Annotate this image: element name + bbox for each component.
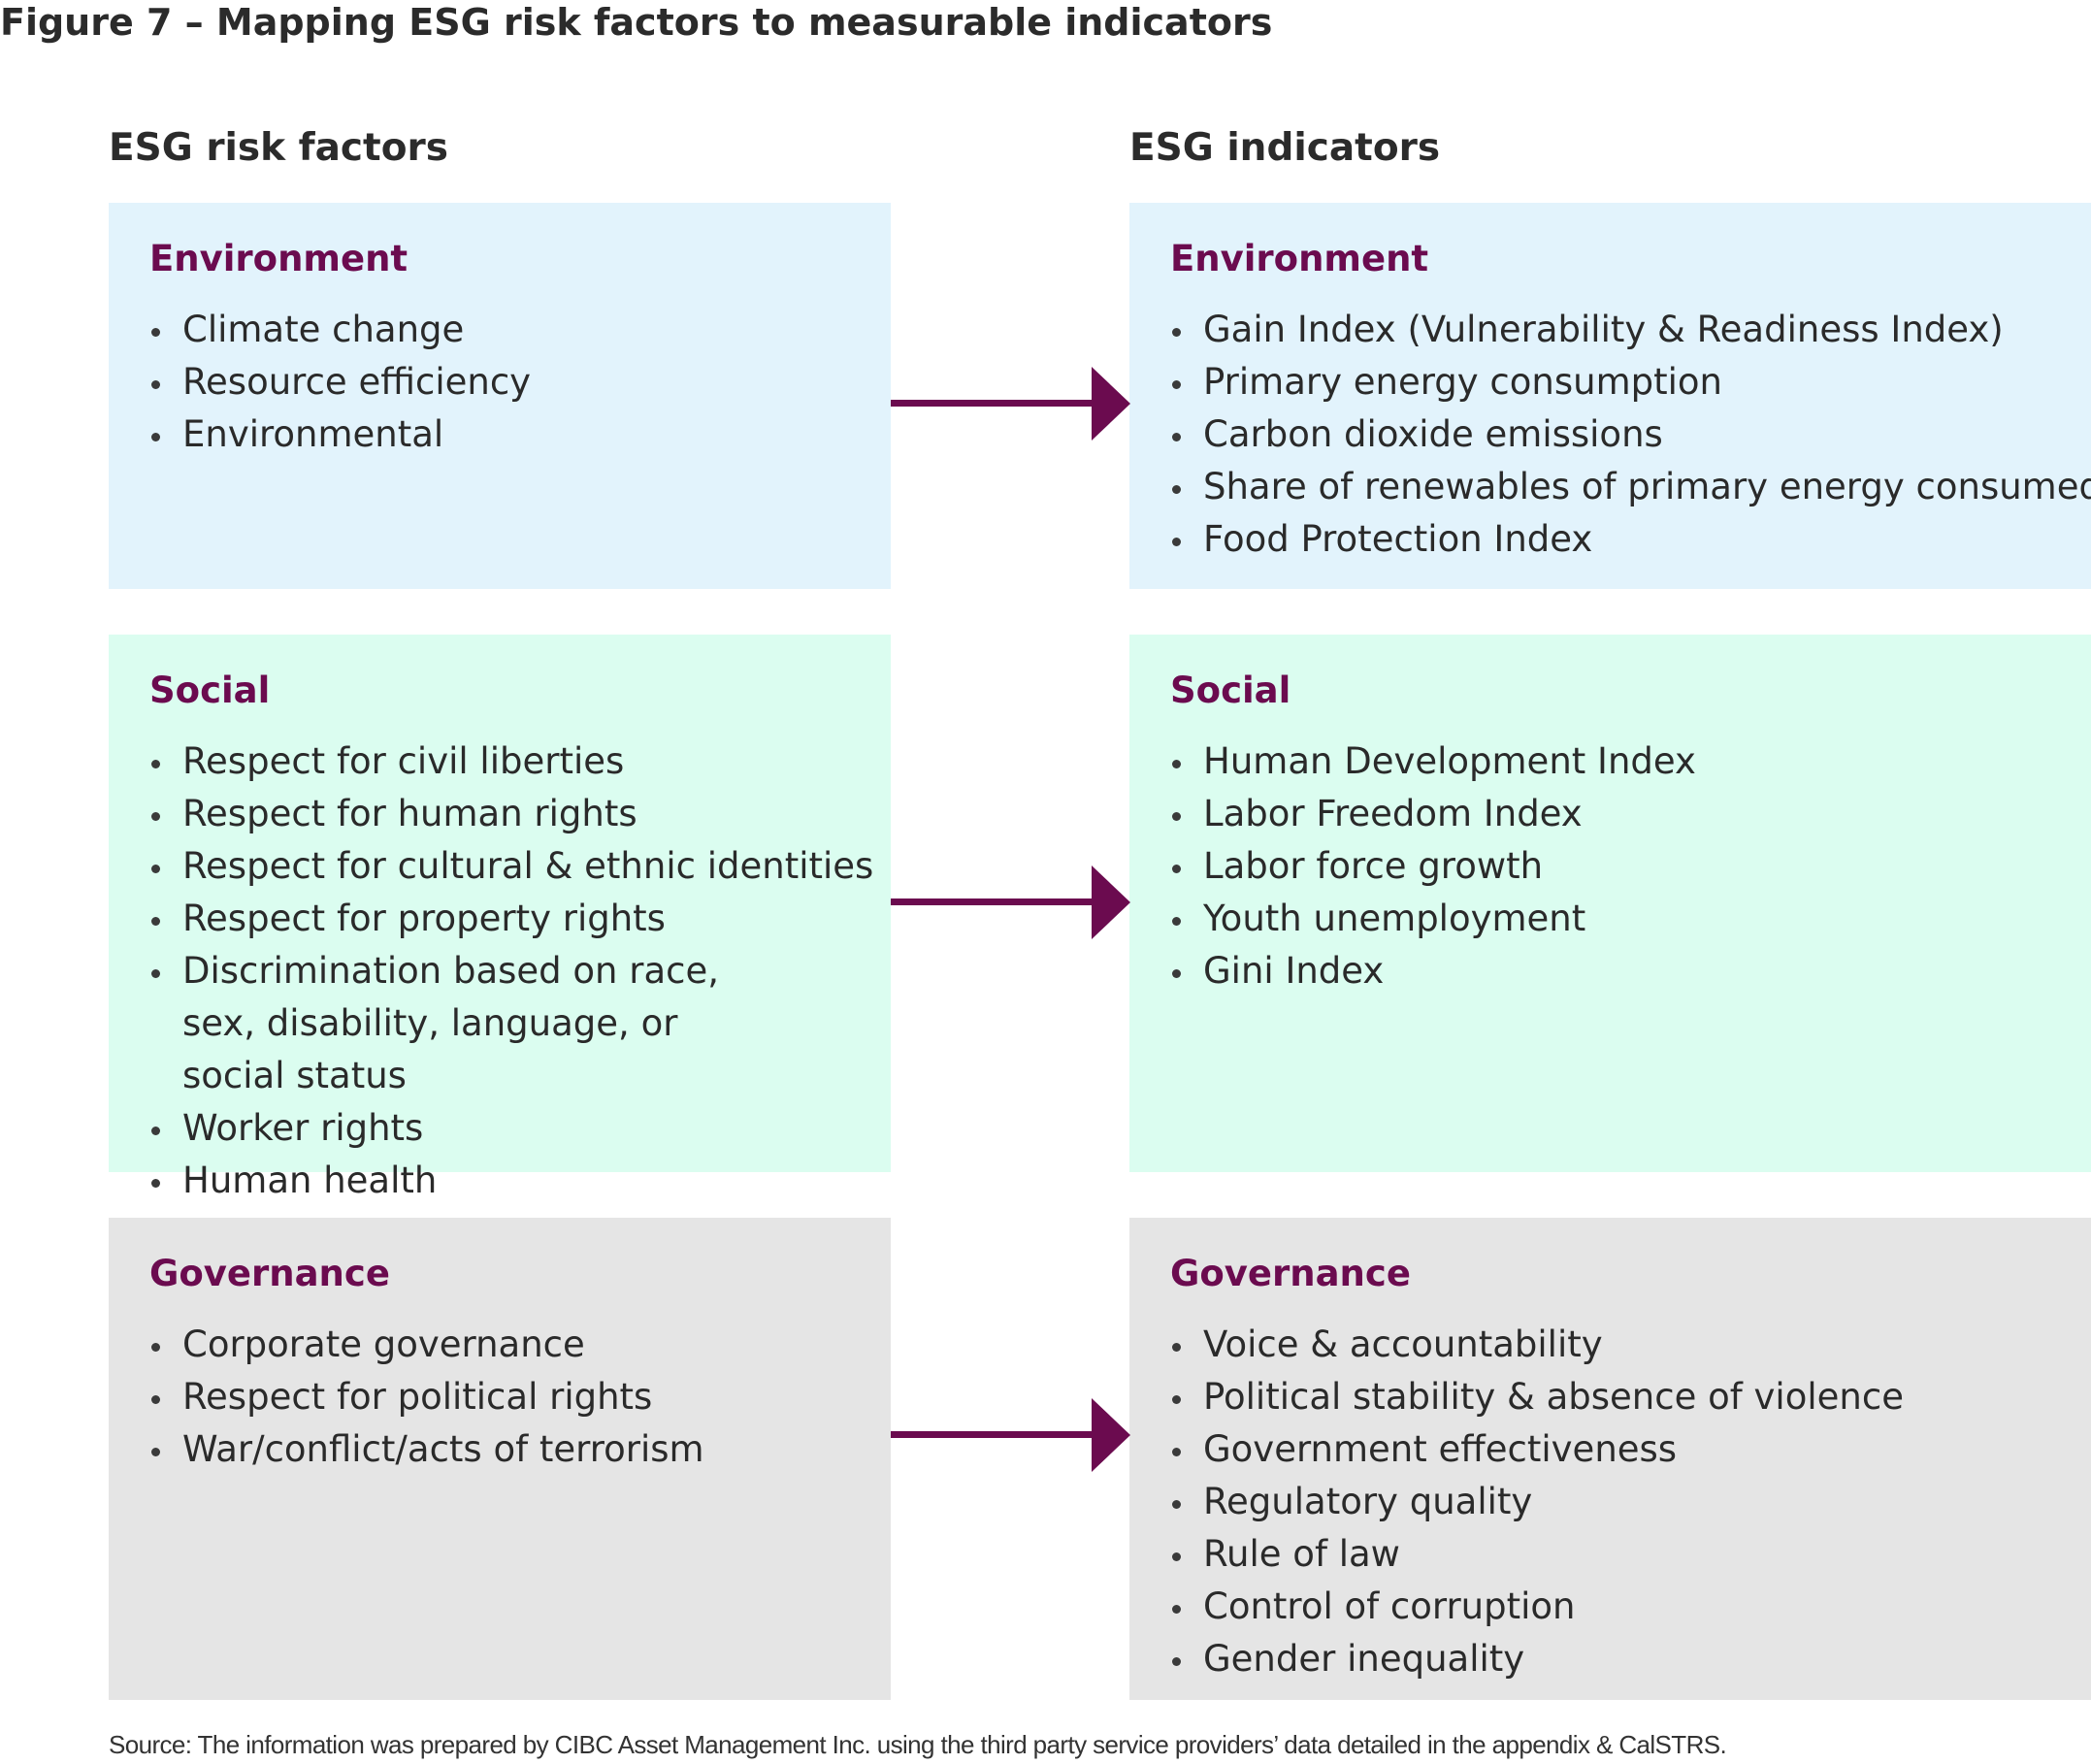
list-item: Respect for cultural & ethnic identities	[149, 840, 891, 893]
list-item: Control of corruption	[1170, 1581, 2091, 1633]
governance-indicator-list: Voice & accountability Political stabili…	[1170, 1319, 2091, 1685]
social-indicator-list: Human Development Index Labor Freedom In…	[1170, 735, 2091, 997]
social-risk-list: Respect for civil liberties Respect for …	[149, 735, 891, 1207]
list-item: Discrimination based on race, sex, disab…	[149, 945, 765, 1102]
list-item: Government effectiveness	[1170, 1423, 2091, 1476]
list-item: War/conflict/acts of terrorism	[149, 1423, 891, 1476]
environment-risk-box: Environment Climate change Resource effi…	[109, 203, 891, 589]
list-item: Gini Index	[1170, 945, 2091, 997]
list-item: Youth unemployment	[1170, 893, 2091, 945]
list-item: Resource efficiency	[149, 356, 891, 408]
social-risk-box: Social Respect for civil liberties Respe…	[109, 635, 891, 1201]
governance-risk-title: Governance	[149, 1253, 390, 1294]
list-item: Respect for human rights	[149, 788, 891, 840]
risk-factors-heading: ESG risk factors	[109, 126, 448, 170]
environment-indicator-title: Environment	[1170, 238, 1429, 279]
governance-indicator-title: Governance	[1170, 1253, 1411, 1294]
environment-risk-title: Environment	[149, 238, 408, 279]
list-item: Worker rights	[149, 1102, 891, 1155]
list-item: Respect for political rights	[149, 1371, 891, 1423]
list-item: Rule of law	[1170, 1528, 2091, 1581]
governance-risk-box: Governance Corporate governance Respect …	[109, 1218, 891, 1700]
list-item: Regulatory quality	[1170, 1476, 2091, 1528]
governance-indicator-box: Governance Voice & accountability Politi…	[1129, 1218, 2091, 1700]
environment-indicator-box: Environment Gain Index (Vulnerability & …	[1129, 203, 2091, 589]
figure-title: Figure 7 – Mapping ESG risk factors to m…	[0, 1, 1273, 44]
list-item: Share of renewables of primary energy co…	[1170, 461, 2091, 513]
list-item: Corporate governance	[149, 1319, 891, 1371]
environment-risk-list: Climate change Resource efficiency Envir…	[149, 304, 891, 461]
list-item: Labor Freedom Index	[1170, 788, 2091, 840]
social-indicator-title: Social	[1170, 670, 1291, 711]
list-item: Labor force growth	[1170, 840, 2091, 893]
list-item: Food Protection Index	[1170, 513, 2091, 566]
list-item: Environmental	[149, 408, 891, 461]
governance-risk-list: Corporate governance Respect for politic…	[149, 1319, 891, 1476]
list-item: Gender inequality	[1170, 1633, 2091, 1685]
list-item: Respect for civil liberties	[149, 735, 891, 788]
social-arrow	[891, 866, 1130, 939]
indicators-heading: ESG indicators	[1129, 126, 1441, 170]
list-item: Human health	[149, 1155, 891, 1207]
list-item: Gain Index (Vulnerability & Readiness In…	[1170, 304, 2091, 356]
social-indicator-box: Social Human Development Index Labor Fre…	[1129, 635, 2091, 1172]
list-item: Primary energy consumption	[1170, 356, 2091, 408]
list-item: Voice & accountability	[1170, 1319, 2091, 1371]
social-risk-title: Social	[149, 670, 271, 711]
list-item: Respect for property rights	[149, 893, 891, 945]
environment-indicator-list: Gain Index (Vulnerability & Readiness In…	[1170, 304, 2091, 566]
list-item: Political stability & absence of violenc…	[1170, 1371, 2091, 1423]
list-item: Carbon dioxide emissions	[1170, 408, 2091, 461]
list-item: Human Development Index	[1170, 735, 2091, 788]
list-item: Climate change	[149, 304, 891, 356]
governance-arrow	[891, 1398, 1130, 1472]
source-note: Source: The information was prepared by …	[109, 1730, 1727, 1759]
environment-arrow	[891, 367, 1130, 441]
